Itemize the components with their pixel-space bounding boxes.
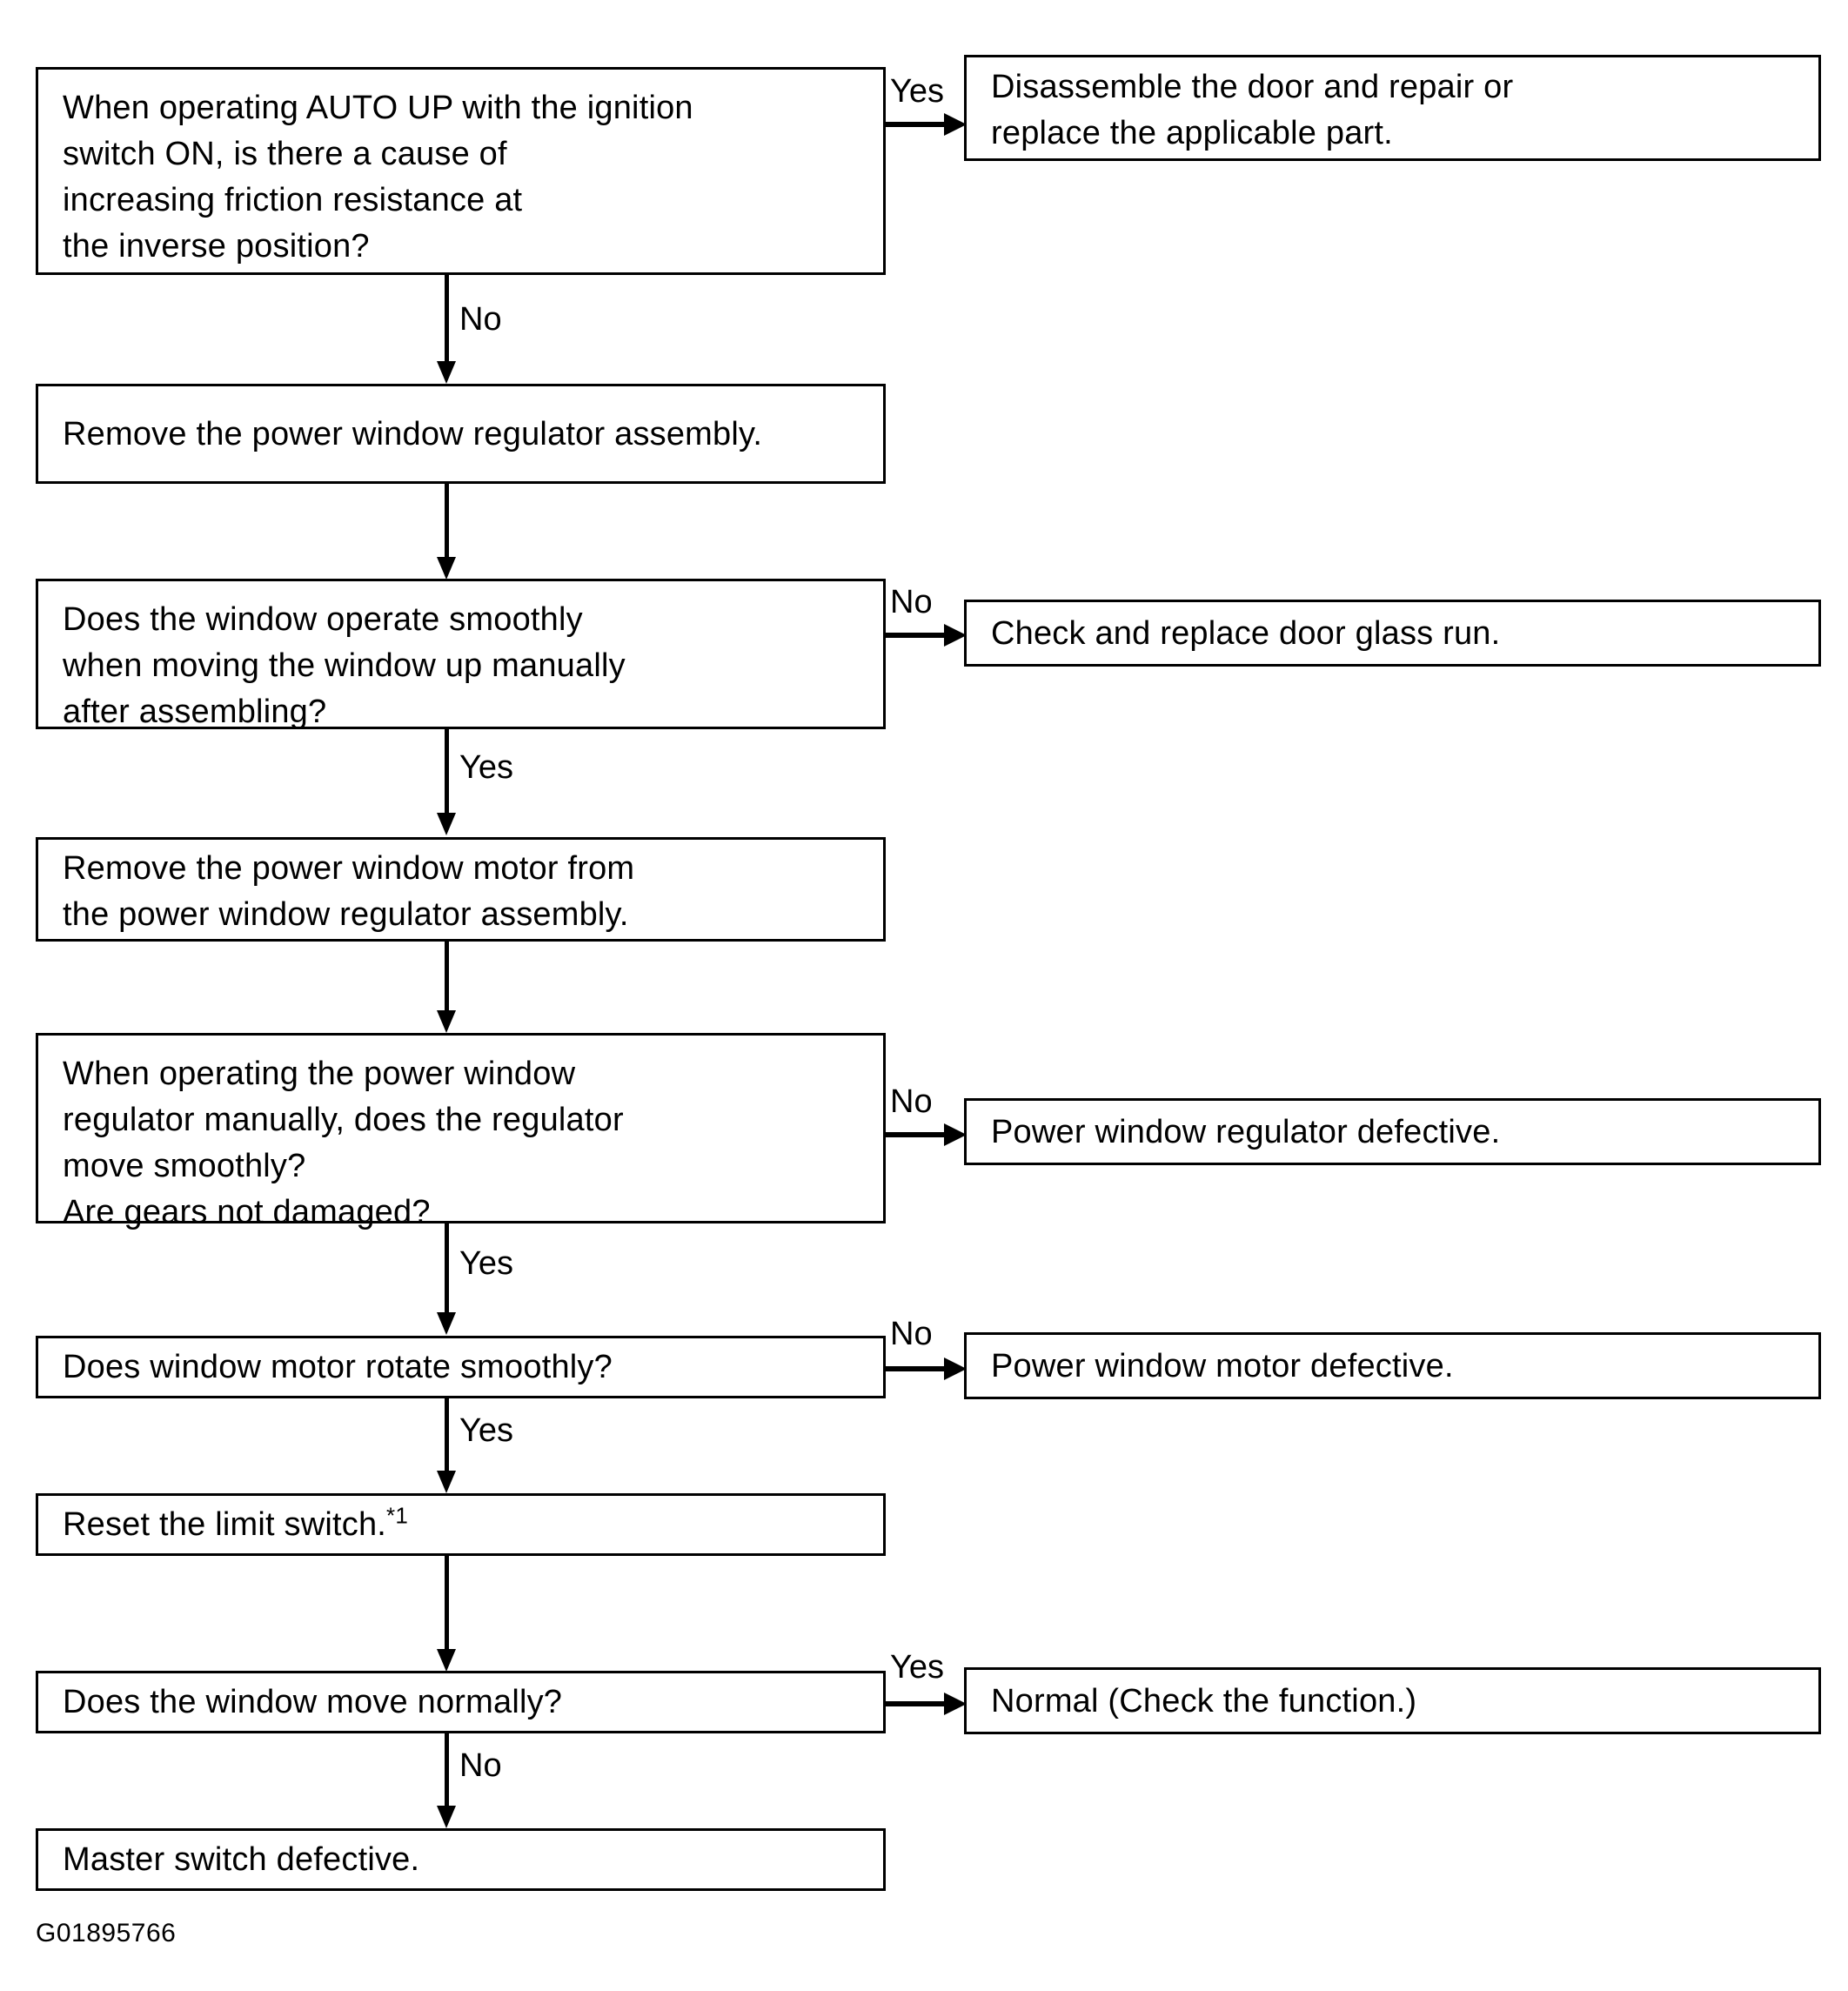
node-a3-regulator-defective: Power window regulator defective.	[964, 1098, 1821, 1165]
node-s3-label: Reset the limit switch.	[63, 1506, 387, 1543]
edge-q5-no-line	[445, 1733, 449, 1810]
edge-s1-q2-line	[445, 484, 449, 562]
edge-label-q4-yes: Yes	[459, 1412, 513, 1449]
edge-s3-q5-arrowhead	[437, 1649, 456, 1672]
edge-label-q3-no: No	[890, 1083, 933, 1120]
node-a1-disassemble-door: Disassemble the door and repair or repla…	[964, 55, 1821, 161]
edge-label-q1-no: No	[459, 301, 502, 338]
node-s2-text: Remove the power window motor from the p…	[63, 850, 635, 933]
edge-s1-q2-arrowhead	[437, 557, 456, 580]
node-a2-check-door-glass-run: Check and replace door glass run.	[964, 600, 1821, 667]
node-q2-window-smooth-manual: Does the window operate smoothly when mo…	[36, 579, 886, 730]
edge-q4-yes-arrowhead	[437, 1471, 456, 1493]
edge-q1-no-arrowhead	[437, 361, 456, 384]
node-s3-text: Reset the limit switch.*1	[63, 1502, 409, 1544]
node-a6-text: Master switch defective.	[63, 1841, 420, 1878]
edge-q4-yes-line	[445, 1398, 449, 1475]
edge-q5-yes-arrowhead	[944, 1693, 967, 1715]
node-a2-text: Check and replace door glass run.	[991, 614, 1501, 652]
edge-q4-no-arrowhead	[944, 1358, 967, 1380]
edge-q5-no-arrowhead	[437, 1806, 456, 1828]
node-a4-motor-defective: Power window motor defective.	[964, 1332, 1821, 1399]
edge-label-q4-no: No	[890, 1316, 933, 1352]
node-q1-text: When operating AUTO UP with the ignition…	[63, 90, 693, 265]
edge-q1-no-line	[445, 275, 449, 365]
edge-label-q2-yes: Yes	[459, 749, 513, 786]
node-q2-text: Does the window operate smoothly when mo…	[63, 601, 626, 730]
node-s2-remove-motor: Remove the power window motor from the p…	[36, 837, 886, 942]
edge-q3-yes-arrowhead	[437, 1312, 456, 1335]
node-a5-text: Normal (Check the function.)	[991, 1682, 1417, 1720]
footnote-marker-1: *1	[386, 1502, 409, 1529]
edge-q2-no-arrowhead	[944, 624, 967, 647]
figure-id-label: G01895766	[36, 1919, 177, 1947]
edge-q4-no-line	[886, 1366, 947, 1371]
edge-label-q5-yes: Yes	[890, 1649, 944, 1686]
node-q1-auto-up-friction: When operating AUTO UP with the ignition…	[36, 67, 886, 275]
edge-s3-q5-line	[445, 1556, 449, 1653]
node-q5-window-move-normally: Does the window move normally?	[36, 1671, 886, 1733]
edge-q2-no-line	[886, 633, 947, 638]
node-a3-text: Power window regulator defective.	[991, 1113, 1501, 1150]
edge-q2-yes-arrowhead	[437, 813, 456, 835]
edge-s2-q3-arrowhead	[437, 1010, 456, 1033]
node-s1-remove-regulator: Remove the power window regulator assemb…	[36, 384, 886, 484]
node-q4-text: Does window motor rotate smoothly?	[63, 1349, 613, 1385]
edge-q5-yes-line	[886, 1701, 947, 1706]
edge-s2-q3-line	[445, 942, 449, 1015]
node-a5-normal-check-function: Normal (Check the function.)	[964, 1667, 1821, 1734]
node-q3-text: When operating the power window regulato…	[63, 1056, 624, 1230]
node-a1-text: Disassemble the door and repair or repla…	[991, 69, 1514, 151]
edge-q3-yes-line	[445, 1223, 449, 1317]
edge-label-q3-yes: Yes	[459, 1245, 513, 1282]
edge-q3-no-arrowhead	[944, 1123, 967, 1146]
node-a4-text: Power window motor defective.	[991, 1347, 1454, 1384]
edge-label-q5-no: No	[459, 1747, 502, 1784]
edge-q2-yes-line	[445, 729, 449, 817]
node-a6-master-switch-defective: Master switch defective.	[36, 1828, 886, 1891]
node-s1-text: Remove the power window regulator assemb…	[63, 415, 763, 452]
edge-label-q1-yes: Yes	[890, 73, 944, 110]
node-q4-motor-rotate-smooth: Does window motor rotate smoothly?	[36, 1336, 886, 1398]
node-q3-regulator-manual-smooth: When operating the power window regulato…	[36, 1033, 886, 1230]
edge-q3-no-line	[886, 1132, 947, 1137]
node-s3-reset-limit-switch: Reset the limit switch.*1	[36, 1493, 886, 1556]
edge-q1-yes-line	[886, 122, 947, 127]
edge-q1-yes-arrowhead	[944, 113, 967, 136]
edge-label-q2-no: No	[890, 584, 933, 620]
node-q5-text: Does the window move normally?	[63, 1684, 563, 1720]
